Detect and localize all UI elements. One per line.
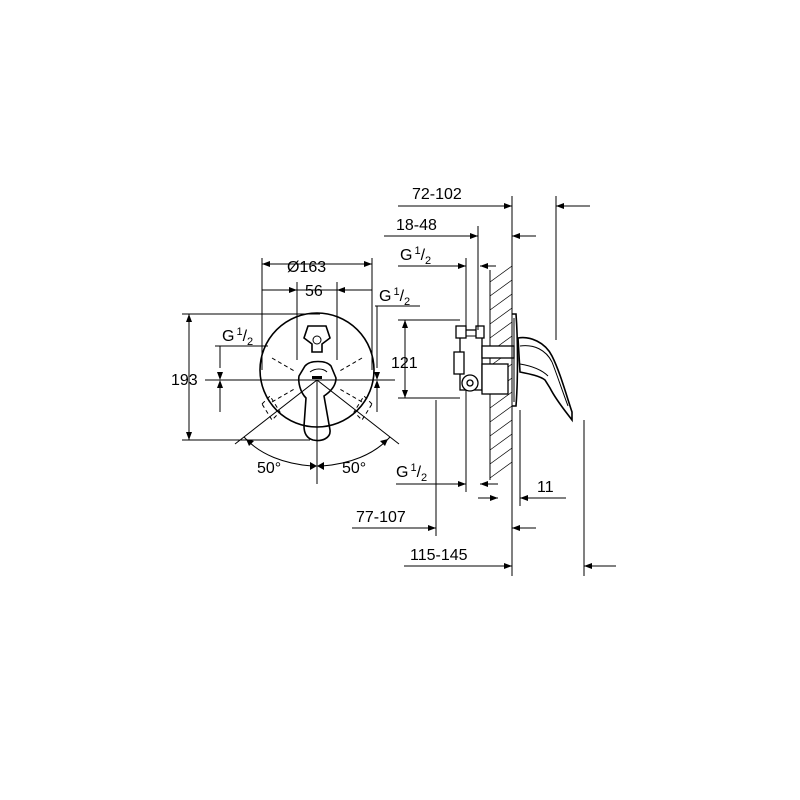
lever-handle: [297, 360, 337, 442]
dim-72-102-label: 72-102: [412, 186, 462, 203]
angle-left-label: 50°: [257, 460, 281, 477]
height-193-label: 193: [171, 372, 198, 389]
angle-right-label: 50°: [342, 460, 366, 477]
handle-profile: [517, 336, 573, 423]
diameter-label: Ø163: [287, 259, 326, 276]
escutcheon-plate: [512, 313, 519, 407]
width-56-label: 56: [305, 283, 323, 300]
dim-77-107-label: 77-107: [356, 509, 406, 526]
valve-body: [453, 325, 515, 395]
dim-121-label: 121: [391, 355, 418, 372]
diverter-knob: [303, 325, 331, 353]
swing-line-left: [234, 379, 318, 445]
swing-line-right: [316, 379, 400, 445]
dim-11-label: 11: [537, 479, 554, 496]
dim-115-145-label: 115-145: [410, 547, 468, 564]
dim-18-48-label: 18-48: [396, 217, 437, 234]
